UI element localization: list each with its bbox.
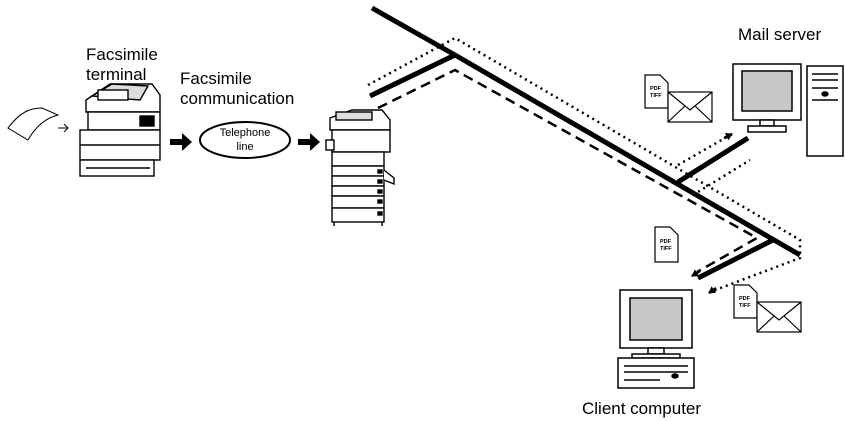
- fax-terminal-label-2: terminal: [86, 65, 146, 84]
- file-type-label-2: TIFF: [650, 93, 662, 99]
- fax-communication-label-1: Facsimile: [180, 69, 252, 88]
- fax-terminal-label-1: Facsimile: [86, 45, 158, 64]
- email-route-arrows: [708, 132, 733, 295]
- envelope-icon: [756, 301, 802, 333]
- telephone-line-node: Telephone line: [199, 121, 291, 159]
- document-icon: PDF TIFF: [654, 226, 679, 263]
- file-type-label-2: TIFF: [739, 303, 751, 309]
- document-icon: PDF TIFF: [644, 74, 669, 109]
- email-route-dotted: [367, 36, 802, 294]
- fax-communication-label-2: communication: [180, 89, 294, 108]
- direct-route-dashed: [377, 68, 760, 274]
- document-icon: PDF TIFF: [733, 284, 758, 319]
- telephone-line-label-2: line: [236, 141, 253, 153]
- paper-sheet-icon: [7, 107, 69, 141]
- mail-server-label: Mail server: [738, 25, 821, 44]
- network-backbone: [368, 5, 802, 281]
- file-type-label-1: PDF: [739, 296, 751, 302]
- mfp-copier-icon: [325, 109, 395, 226]
- client-computer-label: Client computer: [582, 399, 701, 418]
- file-type-label-1: PDF: [650, 86, 662, 92]
- mail-server-computer-icon: [732, 63, 844, 157]
- file-type-label-2: TIFF: [660, 246, 672, 252]
- client-computer-icon: [617, 289, 695, 389]
- file-type-label-1: PDF: [660, 239, 672, 245]
- fax-machine-icon: [79, 83, 161, 177]
- flow-arrows: [170, 133, 320, 151]
- direct-route-arrow: [691, 269, 701, 278]
- telephone-line-label-1: Telephone: [220, 127, 271, 139]
- envelope-icon: [667, 91, 713, 123]
